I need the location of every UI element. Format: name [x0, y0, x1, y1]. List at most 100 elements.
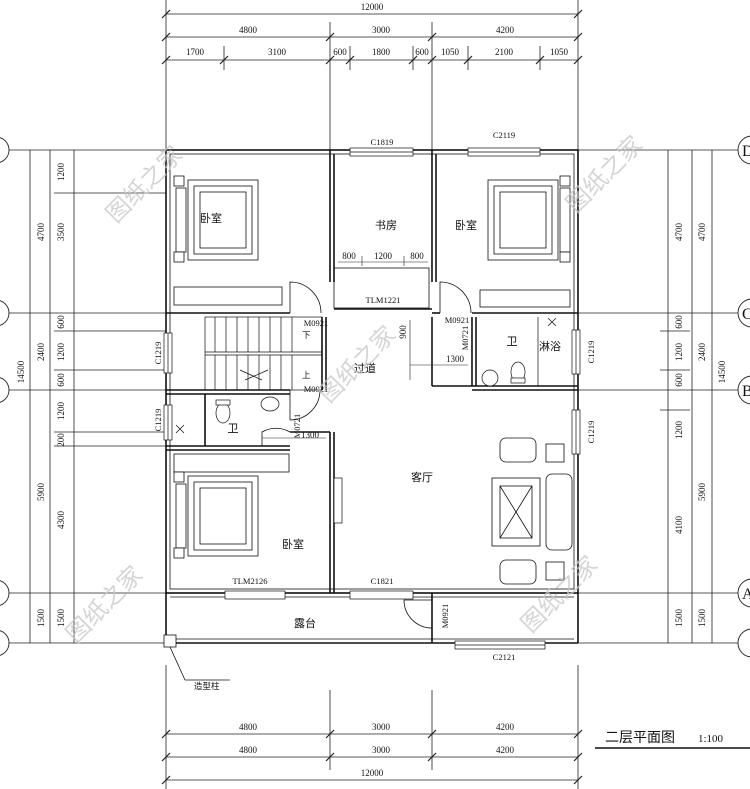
study-dim-3: 800 — [410, 251, 424, 261]
code-tlm2126: TLM2126 — [233, 576, 268, 586]
dim-bot2-3: 4200 — [496, 745, 515, 755]
code-c1219-r2: C1219 — [586, 421, 596, 444]
dim-right-out-2: 5900 — [697, 483, 707, 502]
axis-label-d: D — [742, 143, 750, 160]
dim-right-in-a: 4700 — [674, 223, 684, 242]
stairs — [204, 316, 323, 391]
drawing-scale: 1:100 — [698, 733, 724, 745]
dim-left-total: 14500 — [16, 360, 26, 383]
code-c1819: C1819 — [371, 137, 394, 147]
room-shower: 淋浴 — [539, 340, 561, 353]
dim-top2-8: 1050 — [550, 47, 569, 57]
corridor-dim-3: 1300 — [301, 430, 320, 440]
right-axis-bubbles — [737, 135, 750, 658]
code-m0921-b: M0921 — [304, 384, 329, 394]
dim-left-out-3: 1500 — [36, 609, 46, 628]
dim-left-out-0: 4700 — [36, 223, 46, 242]
dim-left-in-5: 1200 — [56, 402, 66, 421]
code-m0921-c: M0921 — [445, 315, 470, 325]
dim-bot-3: 4200 — [496, 722, 515, 732]
dim-right-out-1: 2400 — [697, 343, 707, 362]
dim-bot-1: 4800 — [239, 722, 258, 732]
bath-fixtures — [175, 317, 557, 434]
code-m0721-a: M0721 — [460, 326, 470, 351]
code-m0921-d: M0921 — [440, 604, 450, 629]
dim-right-in-0: 600 — [674, 315, 684, 329]
decor-column — [163, 634, 230, 681]
dim-bot2-2: 3000 — [372, 745, 391, 755]
dim-top-2: 3000 — [372, 25, 391, 35]
dim-left-in-2: 600 — [56, 315, 66, 329]
axis-label-a: A — [742, 586, 750, 603]
dim-top2-7: 2100 — [495, 47, 514, 57]
corridor-dim-lines — [262, 320, 468, 439]
room-living: 客厅 — [411, 470, 433, 484]
code-tlm1221: TLM1221 — [366, 295, 401, 305]
room-terrace: 露台 — [294, 616, 316, 630]
dim-top-total: 12000 — [361, 2, 384, 12]
code-c2121: C2121 — [493, 652, 516, 662]
bottom-dim-ticks — [161, 729, 583, 785]
top-dimensions — [165, 0, 579, 150]
study-dim-lines — [338, 256, 428, 266]
dim-bot-total: 12000 — [361, 768, 384, 778]
room-bedroom-1: 卧室 — [200, 211, 222, 225]
dim-left-in-4: 600 — [56, 373, 66, 387]
dim-top2-6: 1050 — [441, 47, 460, 57]
code-c1219-r1: C1219 — [586, 341, 596, 364]
room-corridor: 过道 — [354, 361, 376, 375]
left-dimensions — [0, 149, 166, 644]
dim-left-out-1: 2400 — [36, 343, 46, 362]
dim-top2-1: 1700 — [186, 47, 205, 57]
code-m0921-a: M0921 — [304, 318, 329, 328]
dim-top-1: 4800 — [239, 25, 258, 35]
windows — [163, 147, 581, 650]
right-dimensions — [578, 149, 750, 644]
dim-bot2-1: 4800 — [239, 745, 258, 755]
dim-top2-3: 600 — [333, 47, 347, 57]
label-decor-column: 造型柱 — [194, 681, 220, 691]
dim-top2-4: 1800 — [372, 47, 391, 57]
code-c1219-l1: C1219 — [153, 342, 163, 365]
dim-top2-5: 600 — [415, 47, 429, 57]
room-study: 书房 — [375, 219, 397, 232]
room-bedroom-2: 卧室 — [455, 218, 477, 232]
dim-right-in-3: 1200 — [674, 421, 684, 440]
living-furniture — [491, 437, 573, 585]
bottom-dimensions — [165, 665, 579, 789]
room-bath-2: 卫 — [507, 336, 518, 348]
study-dim-2: 1200 — [374, 251, 393, 261]
dim-left-in-0: 1200 — [56, 163, 66, 182]
dim-right-out-3: 1500 — [697, 609, 707, 628]
dim-right-in-1: 1200 — [674, 343, 684, 362]
room-bedroom-3: 卧室 — [282, 537, 304, 551]
dim-left-in-8: 1500 — [56, 609, 66, 628]
top-dim-ticks — [161, 9, 583, 65]
drawing-title: 二层平面图 — [605, 731, 675, 746]
study-dim-1: 800 — [342, 251, 356, 261]
code-m0721-b: M0721 — [292, 414, 302, 439]
axis-label-b: B — [742, 383, 750, 400]
dim-top2-2: 3100 — [268, 47, 287, 57]
dim-bot-2: 3000 — [372, 722, 391, 732]
left-axis-bubbles — [0, 137, 10, 656]
code-c2119: C2119 — [493, 130, 515, 140]
dim-right-in-5: 1500 — [674, 609, 684, 628]
bed-2 — [487, 175, 571, 263]
corridor-dim-1: 900 — [398, 325, 408, 339]
dim-left-in-7: 4300 — [56, 511, 66, 530]
dim-left-in-3: 1200 — [56, 343, 66, 362]
dim-left-in-1: 3500 — [56, 223, 66, 242]
doors — [261, 281, 472, 629]
dim-right-total: 14500 — [717, 360, 727, 383]
bed-3 — [173, 471, 259, 559]
dim-right-in-4: 4100 — [674, 516, 684, 535]
axis-label-c: C — [742, 306, 750, 323]
corridor-dim-2: 1300 — [446, 354, 465, 364]
stairs-down-label: 下 — [302, 330, 311, 340]
bed-1 — [173, 175, 259, 263]
wardrobes — [173, 267, 571, 473]
stairs-up-label: 上 — [302, 370, 311, 380]
dim-right-in-2: 600 — [674, 373, 684, 387]
